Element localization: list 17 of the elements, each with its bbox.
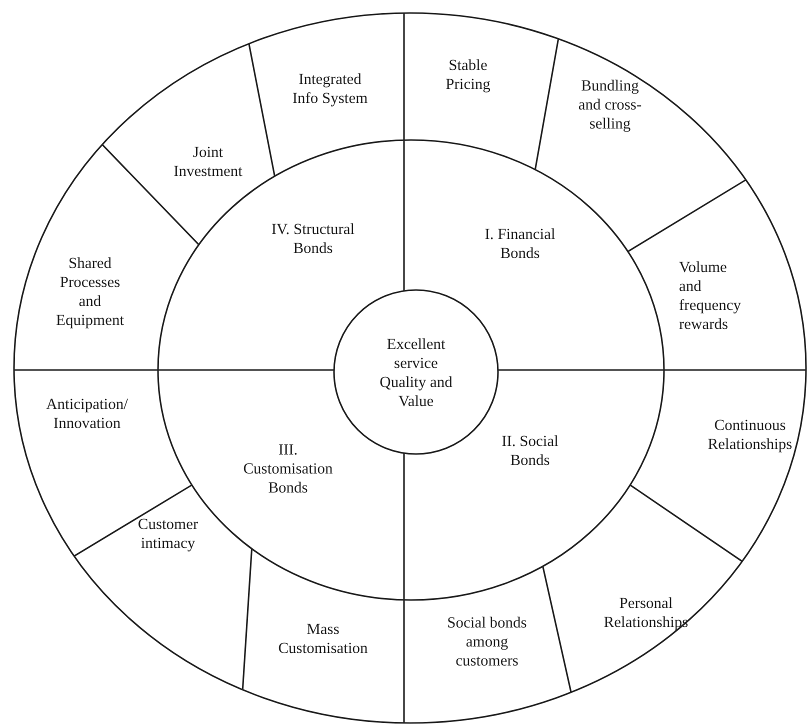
segment-label: Volume and frequency rewards <box>679 259 742 335</box>
segment-label: Bundling and cross-selling <box>577 78 643 134</box>
segment-label: Integrated Info System <box>291 71 369 109</box>
segment-label: Excellent service Quality and Value <box>378 336 454 412</box>
segment-label: Customer intimacy <box>136 516 200 554</box>
segment-label: Continuous Relationships <box>706 417 794 455</box>
segment-label: Anticipation/ Innovation <box>45 396 129 434</box>
segment-label: Stable Pricing <box>444 57 492 95</box>
segment-label: II. Social Bonds <box>500 433 560 471</box>
segment-label: Mass Customisation <box>277 621 369 659</box>
segment-label: III. Customisation Bonds <box>242 442 334 498</box>
segment-label: I. Financial Bonds <box>484 226 556 264</box>
segment-label: Personal Relationships <box>602 595 690 633</box>
segment-label: Joint Investment <box>172 144 244 182</box>
segment-label: Shared Processes and Equipment <box>54 255 126 331</box>
segment-label: Social bonds among customers <box>446 614 528 672</box>
segment-label: IV. Structural Bonds <box>270 221 356 259</box>
